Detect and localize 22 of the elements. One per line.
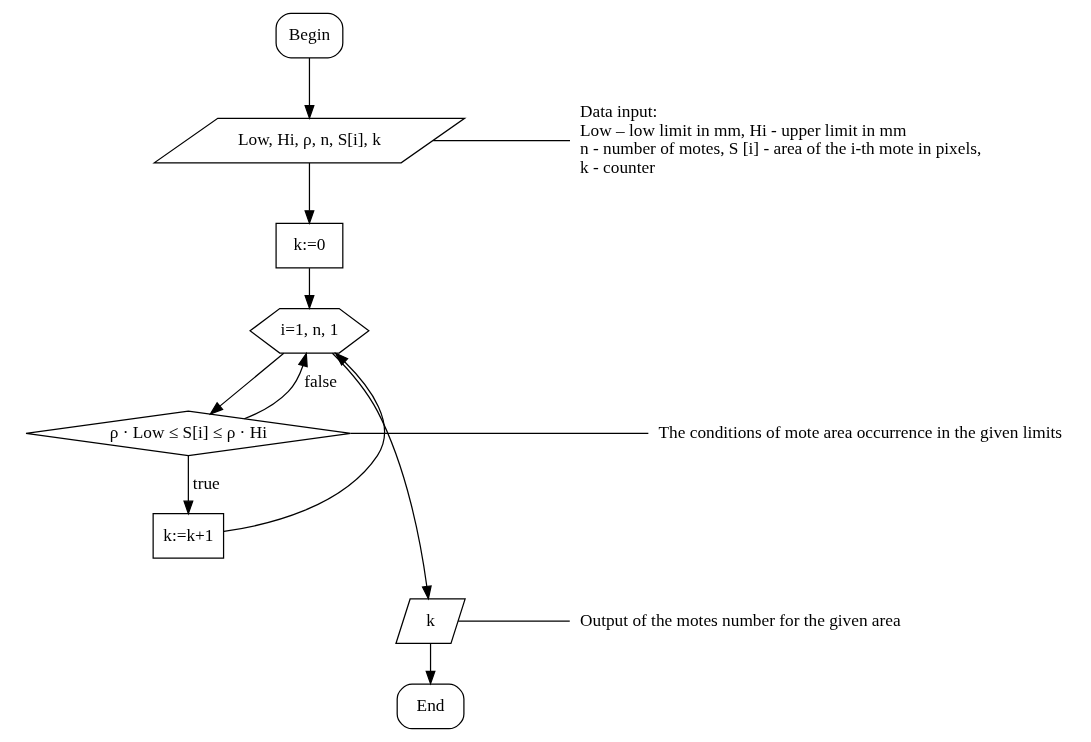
node-text: Output of the motes number for the given area: [580, 610, 901, 630]
arrow: [304, 57, 315, 120]
node-text: The conditions of mote area occurrence in the given limits: [658, 422, 1063, 442]
node-box: k:=0: [275, 222, 344, 269]
arrow: [304, 267, 315, 310]
arrow: [243, 351, 308, 420]
node-box: k:=k+1: [152, 513, 225, 559]
node-diamond: ρ · Low ≤ S[i] ≤ ρ · Hi: [25, 410, 352, 457]
arrow: [331, 352, 432, 601]
arrow: [304, 162, 315, 225]
edge-label: true: [192, 474, 220, 494]
node-box: Begin: [275, 12, 344, 59]
node-text: Data input: Low – low limit in mm, Hi - upper limit in mm n - number of motes, S [i] - area of the i-th mote in pixels, k - counter: [580, 102, 982, 177]
node-box: End: [396, 683, 465, 730]
connector: [432, 139, 571, 142]
connector: [457, 620, 571, 622]
arrow: [183, 455, 194, 516]
connector: [350, 432, 649, 434]
arrow: [208, 352, 285, 416]
arrow: [223, 351, 386, 532]
edge-label: false: [304, 371, 337, 391]
arrow: [425, 643, 436, 686]
